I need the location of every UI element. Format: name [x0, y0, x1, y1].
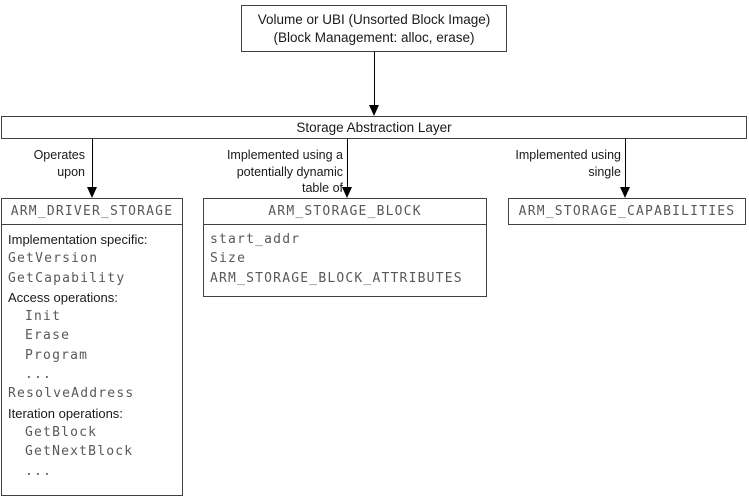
member-line: ... [25, 367, 53, 383]
edge-label-single: Implemented using single [480, 147, 621, 180]
connector-sal-to-driver [92, 139, 93, 187]
volume-ubi-line2: (Block Management: alloc, erase) [273, 29, 475, 45]
edge-label-line: potentially dynamic [236, 164, 343, 179]
member-line: start_addr [210, 232, 301, 247]
member-line: GetCapability [8, 270, 126, 286]
member-line: ARM_STORAGE_BLOCK_ATTRIBUTES [210, 270, 463, 286]
arm-driver-storage-title: ARM_DRIVER_STORAGE [2, 199, 182, 225]
arm-driver-storage-box: ARM_DRIVER_STORAGE Implementation specif… [1, 198, 183, 496]
volume-ubi-box: Volume or UBI (Unsorted Block Image) (Bl… [241, 5, 507, 52]
arrowhead-down-icon [342, 187, 352, 198]
member-line: Erase [25, 328, 71, 344]
member-line: GetBlock [25, 424, 98, 440]
arrowhead-down-icon [87, 187, 97, 198]
edge-label-dynamic-table: Implemented using a potentially dynamic … [200, 147, 343, 197]
edge-label-line: Operates [33, 148, 85, 162]
member-line: Init [25, 309, 62, 325]
arrowhead-down-icon [620, 187, 630, 198]
connector-sal-to-block [347, 139, 348, 187]
member-line: Iteration operations: [8, 405, 123, 421]
storage-abstraction-layer-box: Storage Abstraction Layer [1, 116, 747, 139]
member-line: Implementation specific: [8, 232, 148, 247]
edge-label-line: single [588, 164, 621, 179]
member-line: ... [25, 463, 53, 479]
edge-label-operates-upon: Operates upon [0, 147, 85, 180]
edge-label-line: upon [57, 164, 85, 179]
member-line: Size [210, 251, 247, 267]
member-line: ResolveAddress [8, 386, 135, 402]
member-line: Access operations: [8, 289, 118, 305]
edge-label-line: Implemented using a [226, 148, 343, 162]
arm-storage-capabilities-box: ARM_STORAGE_CAPABILITIES [508, 198, 746, 225]
volume-ubi-line1: Volume or UBI (Unsorted Block Image) [257, 11, 491, 27]
edge-label-line: Implemented using [515, 148, 621, 162]
sal-title: Storage Abstraction Layer [296, 120, 452, 135]
arm-storage-capabilities-title: ARM_STORAGE_CAPABILITIES [518, 204, 736, 219]
member-line: GetVersion [8, 251, 99, 267]
connector-top-to-sal [374, 52, 375, 105]
connector-sal-to-capabilities [625, 139, 626, 187]
arm-storage-block-title: ARM_STORAGE_BLOCK [204, 199, 486, 225]
arrowhead-down-icon [369, 105, 379, 116]
member-line: Program [25, 347, 89, 363]
member-line: GetNextBlock [25, 444, 134, 460]
edge-label-line: table of [301, 181, 343, 195]
